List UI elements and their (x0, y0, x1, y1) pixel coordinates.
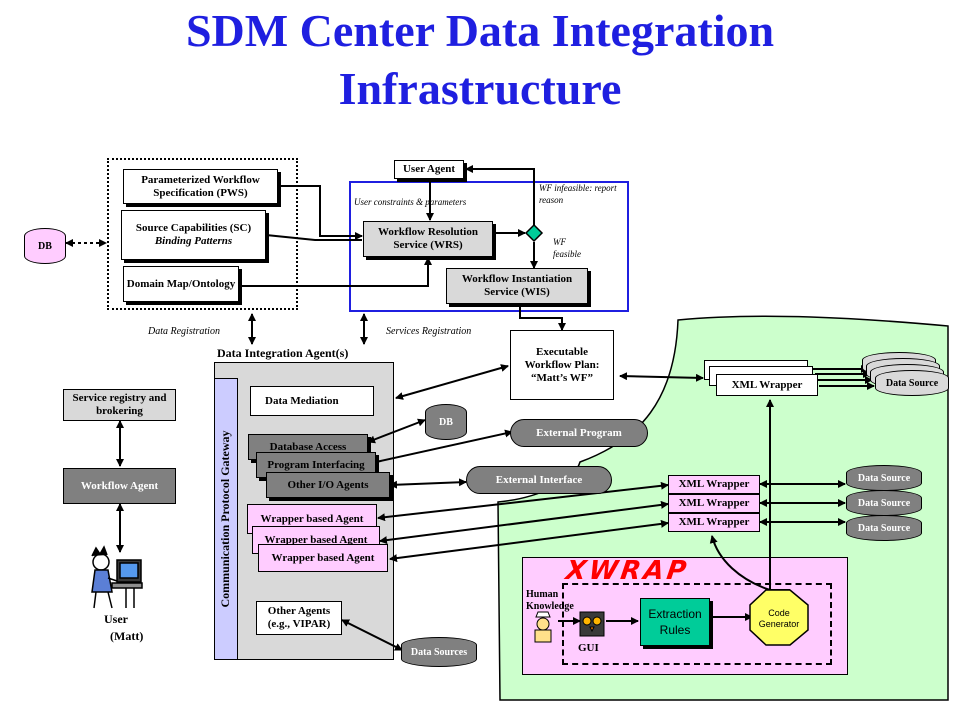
xml-wrapper-top: XML Wrapper (716, 374, 818, 396)
user-paren-label: (Matt) (110, 629, 144, 643)
registration-group (107, 158, 298, 310)
domain-map-box: Domain Map/Ontology (123, 266, 239, 302)
human-knowledge-label: Human Knowledge (526, 589, 574, 612)
xml-wrapper-1: XML Wrapper (668, 475, 760, 494)
external-interface-pill: External Interface (466, 466, 612, 494)
wf-infeasible-label: WF infeasible: report reason (539, 183, 617, 205)
user-agent-box: User Agent (394, 160, 464, 179)
wf-feasible-label: WF feasible (553, 237, 581, 259)
data-source-3: Data Source (846, 515, 922, 541)
extraction-rules-box: Extraction Rules (640, 598, 710, 646)
wis-exec-link (519, 304, 566, 331)
sc-binding-label: Binding Patterns (154, 235, 233, 247)
dia-exec-link (395, 364, 509, 400)
decision-diamond (524, 223, 544, 243)
other-agents-datasources-link (341, 619, 403, 651)
xml-wrapper-3: XML Wrapper (668, 513, 760, 532)
other-io-agents-box: Other I/O Agents (266, 472, 390, 498)
pws-wrs-link (280, 185, 363, 240)
data-registration-label: Data Registration (148, 326, 220, 337)
sc-box: Source Capabilities (SC) Binding Pattern… (121, 210, 266, 260)
page-title: SDM Center Data Integration (185, 5, 775, 56)
infeasible-link (465, 165, 535, 225)
dbaccess-db-link (367, 418, 426, 444)
program-interfacing-box: Program Interfacing (256, 452, 376, 478)
data-mediation-box: Data Mediation (250, 386, 374, 416)
external-program-pill: External Program (510, 419, 648, 447)
program-external-link (375, 429, 513, 463)
data-source-top: Data Source (875, 370, 949, 396)
sc-label: Source Capabilities (SC) (135, 222, 252, 234)
code-generator-label: Code Generator (758, 608, 800, 629)
service-registry-box: Service registry and brokering (63, 389, 176, 421)
exec-xmlwrapper-link (619, 372, 704, 382)
gui-label: GUI (578, 642, 599, 654)
wrapper-agent-3: Wrapper based Agent (258, 544, 388, 572)
domain-wrs-link (240, 257, 432, 287)
db-cylinder-mid: DB (425, 404, 467, 440)
data-sources-cylinder: Data Sources (401, 637, 477, 667)
xml-wrapper-2: XML Wrapper (668, 494, 760, 513)
sc-wrs-link (265, 234, 362, 241)
wis-box: Workflow Instantiation Service (WIS) (446, 268, 588, 304)
user-name-label: User (104, 612, 128, 626)
other-agents-box: Other Agents (e.g., VIPAR) (256, 601, 342, 635)
gateway-bar (214, 378, 238, 660)
pws-box: Parameterized Workflow Specification (PW… (123, 169, 278, 204)
codegen-curve (709, 535, 771, 591)
workflow-service-group (349, 181, 629, 312)
services-registration-label: Services Registration (386, 326, 472, 337)
db-cylinder-left: DB (24, 228, 66, 264)
dia-title: Data Integration Agent(s) (217, 346, 349, 360)
workflow-agent-box: Workflow Agent (63, 468, 176, 504)
page-subtitle: Infrastructure (338, 63, 622, 114)
xwrap-dashed-box (562, 583, 832, 665)
executable-workflow-box: Executable Workflow Plan: “Matt’s WF” (510, 330, 614, 400)
wrs-box: Workflow Resolution Service (WRS) (363, 221, 493, 257)
user-constraints-label: User constraints & parameters (354, 197, 467, 207)
